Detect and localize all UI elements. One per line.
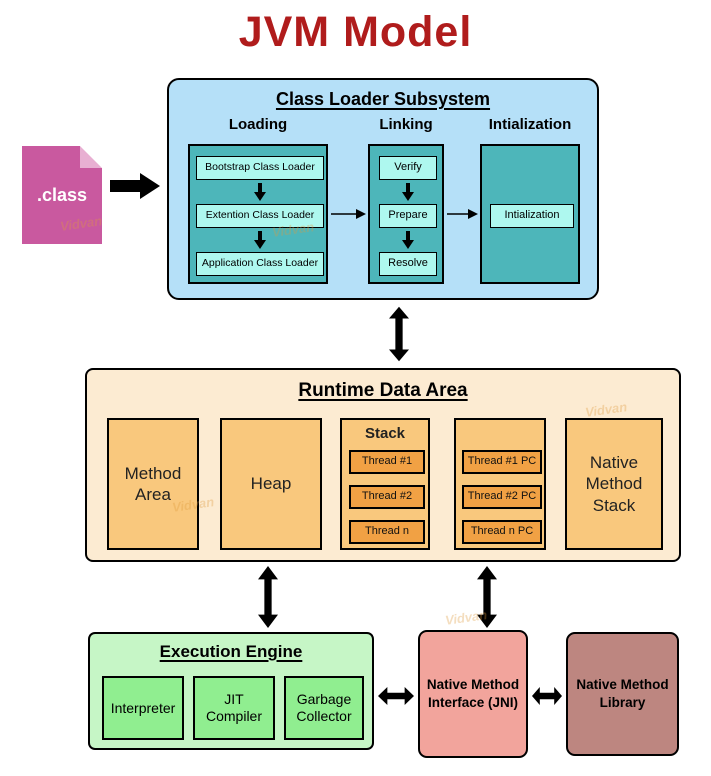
method-area-label: Method Area [124, 463, 182, 504]
arrow-subsystem-runtime-icon [389, 306, 409, 362]
pc-thread-1-box: Thread #1 PC [462, 450, 542, 474]
stack-thread-n-box: Thread n [349, 520, 425, 544]
arrow-down-icon [402, 183, 414, 201]
prepare-box: Prepare [379, 204, 437, 228]
stack-title: Stack [364, 425, 406, 442]
arrow-runtime-engine-icon [258, 566, 278, 628]
arrow-engine-jni-icon [378, 687, 414, 705]
arrow-loading-to-linking-icon [331, 209, 366, 219]
arrow-runtime-jni-icon [477, 566, 497, 628]
native-method-stack-label: Native Method Stack [585, 453, 643, 515]
arrow-classfile-to-subsystem-icon [110, 173, 160, 199]
page-title: JVM Model [238, 8, 473, 56]
pc-thread-2-box: Thread #2 PC [462, 485, 542, 509]
native-method-library-box: Native Method Library [566, 632, 679, 756]
pc-thread-n-box: Thread n PC [462, 520, 542, 544]
interpreter-box: Interpreter [102, 676, 184, 740]
arrow-down-icon [402, 231, 414, 249]
extension-class-loader-box: Extention Class Loader [196, 204, 324, 228]
bootstrap-class-loader-box: Bootstrap Class Loader [196, 156, 324, 180]
linking-column-label: Linking [379, 116, 433, 133]
execution-engine-panel: Execution Engine Interpreter JIT Compile… [88, 632, 374, 750]
initialization-box: Intialization [490, 204, 574, 228]
linking-column-box: Verify Prepare Resolve [368, 144, 444, 284]
native-method-interface-box: Native Method Interface (JNI) [418, 630, 528, 758]
verify-box: Verify [379, 156, 437, 180]
heap-label: Heap [250, 474, 292, 494]
initialization-column-box: Intialization [480, 144, 580, 284]
initialization-column-label: Intialization [488, 116, 572, 133]
pc-register-box: Thread #1 PC Thread #2 PC Thread n PC [454, 418, 546, 550]
stack-box: Stack Thread #1 Thread #2 Thread n [340, 418, 430, 550]
application-class-loader-box: Application Class Loader [196, 252, 324, 276]
resolve-box: Resolve [379, 252, 437, 276]
loading-column-label: Loading [228, 116, 288, 133]
method-area-box: Method Area [107, 418, 199, 550]
class-file-icon: .class [22, 146, 102, 244]
stack-thread-2-box: Thread #2 [349, 485, 425, 509]
arrow-linking-to-initialization-icon [447, 209, 478, 219]
native-method-interface-label: Native Method Interface (JNI) [426, 676, 520, 710]
native-method-library-label: Native Method Library [576, 676, 669, 710]
native-method-stack-box: Native Method Stack [565, 418, 663, 550]
loading-column-box: Bootstrap Class Loader Extention Class L… [188, 144, 328, 284]
execution-engine-title: Execution Engine [159, 642, 303, 661]
class-loader-subsystem-panel: Class Loader Subsystem Loading Linking I… [167, 78, 599, 300]
heap-box: Heap [220, 418, 322, 550]
class-loader-subsystem-title: Class Loader Subsystem [275, 89, 491, 109]
arrow-jni-library-icon [532, 687, 562, 705]
runtime-data-area-title: Runtime Data Area [298, 380, 468, 401]
arrow-down-icon [254, 183, 266, 201]
arrow-down-icon [254, 231, 266, 249]
stack-thread-1-box: Thread #1 [349, 450, 425, 474]
class-file-label: .class [36, 184, 88, 205]
garbage-collector-box: Garbage Collector [284, 676, 364, 740]
runtime-data-area-panel: Runtime Data Area Method Area Heap Stack… [85, 368, 681, 562]
jit-compiler-box: JIT Compiler [193, 676, 275, 740]
